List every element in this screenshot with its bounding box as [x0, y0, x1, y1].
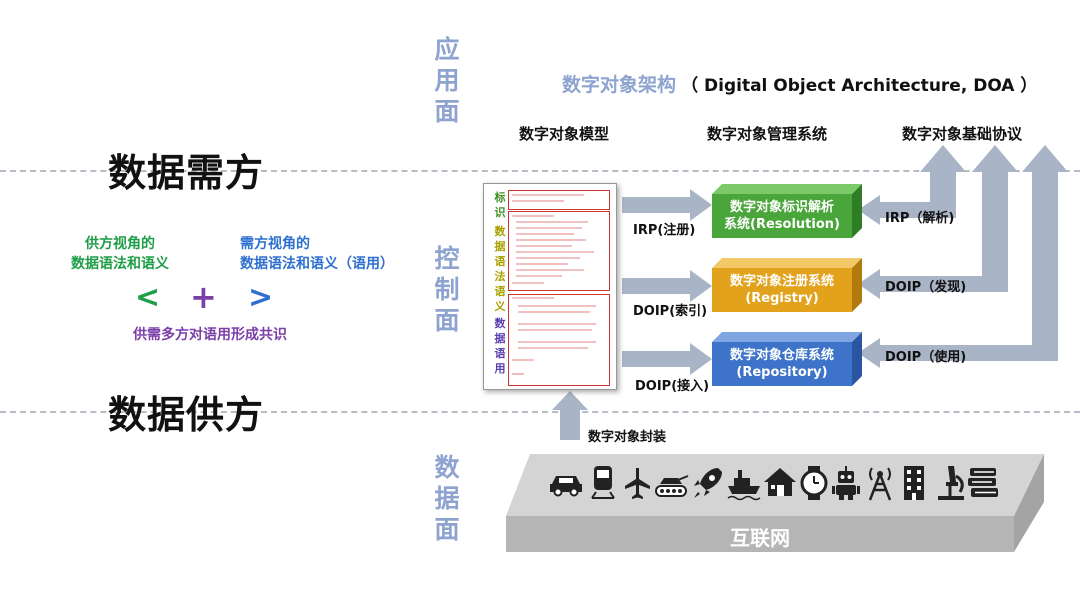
- divider-bottom: [0, 411, 1080, 413]
- role-supply: 数据供方: [108, 393, 265, 437]
- column-head-management: 数字对象管理系统: [707, 125, 828, 143]
- demand-perspective: 需方视角的 数据语法和语义（语用）: [240, 236, 394, 272]
- doa-title: 数字对象架构 （ Digital Object Architecture, DO…: [562, 70, 1037, 97]
- doa-title-cn: 数字对象架构: [562, 74, 677, 96]
- layer-label-control: 控 制 面: [434, 244, 460, 335]
- arrow-doip-discover: [858, 269, 990, 299]
- divider-top: [0, 170, 1080, 172]
- layer-label-data: 数 据 面: [434, 453, 460, 544]
- flow-label-doip-index: DOIP(索引): [633, 304, 708, 319]
- repository-box-label: 数字对象仓库系统 (Repository): [729, 348, 834, 380]
- arrow-doip-index: [622, 270, 712, 302]
- arrow-irp-register: [622, 189, 712, 221]
- resolution-box-top: [712, 184, 862, 194]
- resolution-box-side: [852, 184, 862, 238]
- flow-label-doip-use: DOIP（使用): [885, 350, 967, 365]
- doc-label-usage: 数 据 语 用: [494, 317, 506, 375]
- column-head-protocol: 数字对象基础协议: [902, 125, 1023, 143]
- arrow-up-3: [1022, 145, 1068, 361]
- resolution-box-front: [712, 194, 852, 238]
- internet-platform-front: [506, 516, 1014, 552]
- registry-box-top: [712, 258, 862, 268]
- arrow-up-2: [972, 145, 1018, 292]
- doc-code-lines: [512, 194, 596, 375]
- arrow-up-1: [920, 145, 966, 218]
- layer-label-application: 应 用 面: [434, 35, 460, 126]
- internet-platform-right: [1014, 454, 1044, 552]
- flow-label-irp-resolve: IRP（解析): [885, 211, 955, 226]
- role-demand: 数据需方: [108, 151, 265, 195]
- doc-label-identify: 标 识: [494, 191, 506, 219]
- registry-box-side: [852, 258, 862, 312]
- greater-than-symbol: >: [248, 280, 274, 315]
- repository-box-top: [712, 332, 862, 342]
- arrow-encapsulate: [552, 391, 588, 440]
- doc-code-box-syntax: [508, 211, 610, 291]
- arrow-doip-use: [858, 338, 1040, 368]
- column-head-model: 数字对象模型: [519, 125, 610, 143]
- arrow-doip-access: [622, 343, 712, 375]
- doa-title-en: （ Digital Object Architecture, DOA ）: [681, 76, 1038, 96]
- flow-label-encapsulate: 数字对象封装: [588, 430, 667, 445]
- supply-perspective: 供方视角的 数据语法和语义: [71, 236, 169, 272]
- flow-label-irp-register: IRP(注册): [633, 223, 696, 238]
- flow-label-doip-discover: DOIP（发现): [885, 280, 967, 295]
- plus-symbol: +: [190, 278, 217, 316]
- arrow-irp-resolve: [858, 195, 938, 225]
- less-than-symbol: <: [135, 280, 161, 315]
- doc-code-box-identify: [508, 190, 610, 210]
- internet-label: 互联网: [730, 526, 790, 550]
- internet-platform-top: [506, 454, 1044, 516]
- digital-object-model-document: 标 识 数 据 语 法 语 义 数 据 语 用: [483, 183, 617, 390]
- resolution-box-label: 数字对象标识解析 系统(Resolution): [724, 200, 840, 232]
- flow-label-doip-access: DOIP(接入): [635, 379, 710, 394]
- registry-box-front: [712, 268, 852, 312]
- registry-box-label: 数字对象注册系统 (Registry): [729, 274, 834, 306]
- repository-box-side: [852, 332, 862, 386]
- consensus-text: 供需多方对语用形成共识: [133, 327, 287, 343]
- doc-label-syntax: 数 据 语 法 语 义: [494, 225, 506, 313]
- doc-code-box-usage: [508, 294, 610, 386]
- repository-box-front: [712, 342, 852, 386]
